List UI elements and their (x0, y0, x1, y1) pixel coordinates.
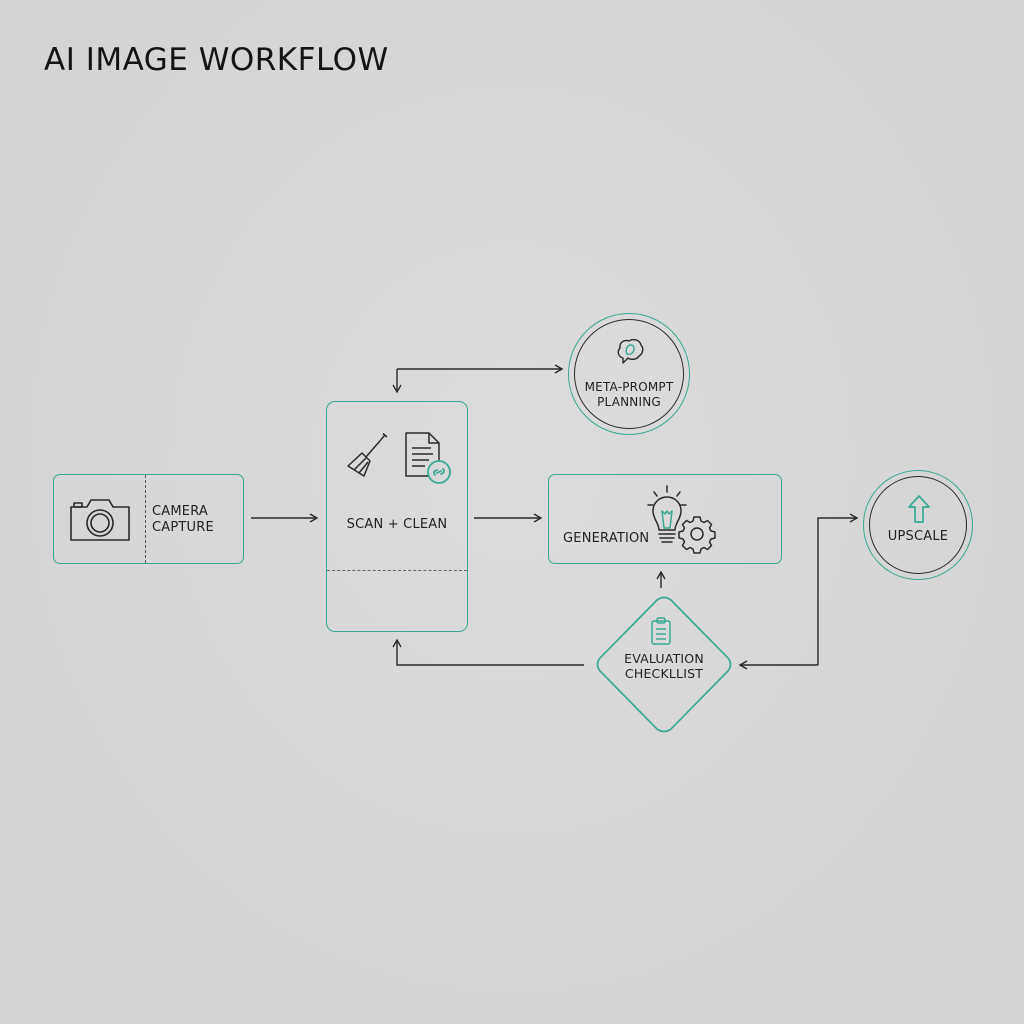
evaluation-checklist-node[interactable]: EVALUATION CHECKLLIST (594, 596, 734, 733)
page-title: AI IMAGE WORKFLOW (44, 42, 389, 78)
dashed-divider (327, 570, 467, 571)
evaluation-label-line1: EVALUATION (624, 651, 704, 666)
meta-label-line2: PLANNING (597, 395, 661, 409)
camera-label-line2: CAPTURE (152, 520, 214, 535)
clipboard-icon (651, 617, 671, 645)
evaluation-checklist-label: EVALUATION CHECKLLIST (594, 651, 734, 681)
meta-label-line1: META-PROMPT (584, 380, 674, 394)
camera-capture-node[interactable]: CAMERA CAPTURE (53, 474, 244, 564)
upscale-label: UPSCALE (887, 529, 949, 544)
scan-clean-label: SCAN + CLEAN (346, 517, 448, 532)
arrow-to-upscale (817, 513, 859, 665)
evaluation-label-line2: CHECKLLIST (624, 666, 704, 681)
meta-prompt-planning-node[interactable]: META-PROMPT PLANNING (568, 313, 690, 435)
generation-node[interactable]: GENERATION (548, 474, 782, 564)
generation-label: GENERATION (563, 531, 650, 546)
meta-prompt-planning-label: META-PROMPT PLANNING (575, 380, 683, 410)
up-arrow-icon (908, 495, 930, 523)
camera-label-line1: CAMERA (152, 504, 208, 519)
lightbulb-gear-icon (647, 485, 716, 554)
document-link-icon (405, 432, 451, 484)
thought-bubble-icon (617, 338, 644, 364)
arrow-evaluation-to-scan (392, 638, 584, 666)
camera-icon (70, 499, 130, 541)
scan-clean-node[interactable]: SCAN + CLEAN (326, 401, 468, 632)
upscale-node[interactable]: UPSCALE (863, 470, 973, 580)
dashed-divider (145, 475, 146, 563)
camera-capture-label: CAMERA CAPTURE (152, 504, 222, 536)
diamond-shape (596, 596, 732, 733)
broom-icon (347, 432, 388, 477)
